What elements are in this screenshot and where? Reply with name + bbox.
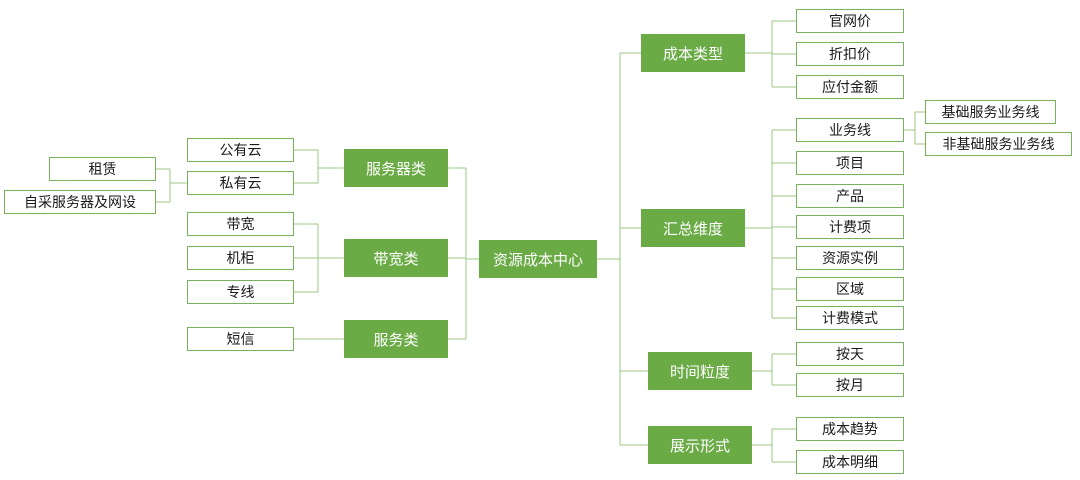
leaf-private-cloud[interactable]: 私有云: [187, 171, 294, 195]
leaf-basic-business-line[interactable]: 基础服务业务线: [925, 100, 1056, 124]
leaf-dedicated-line[interactable]: 专线: [187, 280, 294, 304]
leaf-discount-price[interactable]: 折扣价: [796, 42, 904, 66]
leaf-self-purchased-server[interactable]: 自采服务器及网设: [4, 190, 156, 214]
category-summary-dimension[interactable]: 汇总维度: [641, 209, 745, 247]
category-server[interactable]: 服务器类: [344, 149, 448, 187]
leaf-by-day[interactable]: 按天: [796, 342, 904, 366]
category-time-granularity[interactable]: 时间粒度: [648, 352, 752, 390]
leaf-cabinet[interactable]: 机柜: [187, 246, 294, 270]
leaf-public-cloud[interactable]: 公有云: [187, 138, 294, 162]
leaf-cost-trend[interactable]: 成本趋势: [796, 417, 904, 441]
category-bandwidth[interactable]: 带宽类: [344, 239, 448, 277]
leaf-by-month[interactable]: 按月: [796, 373, 904, 397]
leaf-official-price[interactable]: 官网价: [796, 9, 904, 33]
leaf-project[interactable]: 项目: [796, 151, 904, 175]
category-display-form[interactable]: 展示形式: [648, 426, 752, 464]
leaf-product[interactable]: 产品: [796, 184, 904, 208]
center-node[interactable]: 资源成本中心: [479, 240, 597, 278]
leaf-billing-item[interactable]: 计费项: [796, 215, 904, 239]
leaf-business-line[interactable]: 业务线: [796, 118, 904, 142]
leaf-region[interactable]: 区域: [796, 277, 904, 301]
leaf-cost-detail[interactable]: 成本明细: [796, 450, 904, 474]
leaf-billing-mode[interactable]: 计费模式: [796, 306, 904, 330]
leaf-payable-amount[interactable]: 应付金额: [796, 75, 904, 99]
category-service[interactable]: 服务类: [344, 320, 448, 358]
category-cost-type[interactable]: 成本类型: [641, 34, 745, 72]
leaf-resource-instance[interactable]: 资源实例: [796, 246, 904, 270]
leaf-sms[interactable]: 短信: [187, 327, 294, 351]
leaf-lease[interactable]: 租赁: [49, 157, 156, 181]
leaf-bandwidth[interactable]: 带宽: [187, 212, 294, 236]
leaf-non-basic-business-line[interactable]: 非基础服务业务线: [925, 132, 1072, 156]
